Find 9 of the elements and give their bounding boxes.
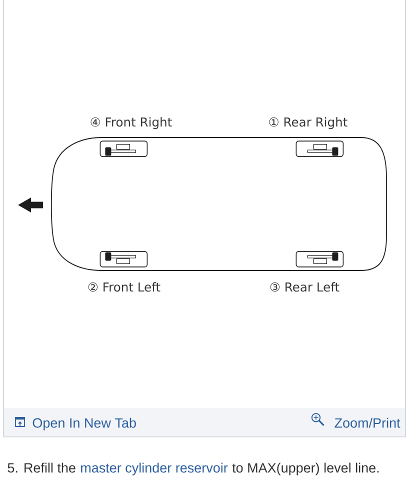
link: Open In New Tab bbox=[32, 418, 136, 430]
step-text: 5. Refill the bbox=[8, 462, 76, 473]
wheel-label: ① Rear Right bbox=[269, 117, 348, 130]
step-text: to MAX(upper) level line. bbox=[232, 462, 379, 476]
wheel-label: ④ Front Right bbox=[90, 117, 172, 130]
link: master cylinder reservoir bbox=[81, 462, 228, 476]
link: Zoom/Print bbox=[334, 418, 400, 428]
wheel-label: ② Front Left bbox=[88, 282, 160, 292]
wheel-label: ③ Rear Left bbox=[270, 282, 340, 292]
